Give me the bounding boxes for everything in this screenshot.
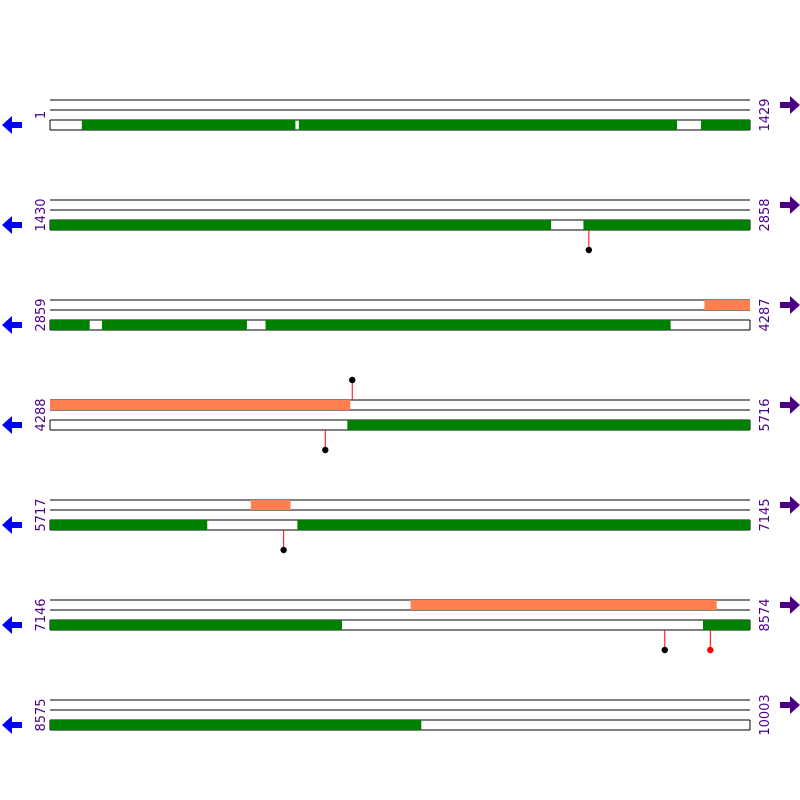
arrow-left-icon[interactable] (2, 416, 22, 434)
arrow-right-icon[interactable] (780, 396, 800, 414)
sequence-row: 5717 7145 (2, 496, 800, 554)
arrow-right-icon[interactable] (780, 196, 800, 214)
orf-block (265, 320, 671, 330)
orf-block (297, 520, 750, 530)
orf-block (50, 620, 342, 630)
row-start-label: 2859 (34, 298, 49, 331)
row-start-label: 7146 (34, 598, 49, 631)
arrow-right-icon[interactable] (780, 296, 800, 314)
arrow-left-icon[interactable] (2, 116, 22, 134)
feature-block (410, 600, 717, 610)
arrow-left-icon[interactable] (2, 516, 22, 534)
orf-block (298, 120, 678, 130)
sequence-row: 2859 4287 (2, 296, 800, 334)
orf-block (50, 220, 552, 230)
sequence-row: 4288 5716 (2, 376, 800, 454)
row-end-label: 5716 (758, 398, 773, 431)
orf-block (347, 420, 750, 430)
orf-block (701, 120, 750, 130)
orf-block (50, 520, 208, 530)
site-marker (322, 446, 329, 454)
row-end-label: 8574 (758, 598, 773, 631)
orf-block (50, 320, 90, 330)
arrow-left-icon[interactable] (2, 616, 22, 634)
arrow-left-icon[interactable] (2, 216, 22, 234)
arrow-right-icon[interactable] (780, 696, 800, 714)
sequence-row: 7146 8574 (2, 596, 800, 654)
sequence-row: 1 1429 (2, 96, 800, 134)
row-end-label: 7145 (758, 498, 773, 531)
site-marker (585, 246, 593, 254)
site-marker (280, 546, 287, 554)
orf-block (101, 320, 247, 330)
site-marker (707, 646, 714, 654)
row-end-label: 1429 (758, 98, 773, 131)
row-start-label: 5717 (34, 498, 49, 531)
arrow-right-icon[interactable] (780, 496, 800, 514)
arrow-right-icon[interactable] (780, 596, 800, 614)
sequence-row: 1430 2858 (2, 196, 800, 254)
row-end-label: 10003 (758, 694, 773, 735)
arrow-left-icon[interactable] (2, 716, 22, 734)
feature-block (50, 400, 351, 410)
feature-block (704, 300, 750, 310)
site-marker (349, 376, 356, 384)
row-end-label: 2858 (758, 198, 773, 231)
orf-block (50, 720, 422, 730)
arrow-left-icon[interactable] (2, 316, 22, 334)
row-start-label: 8575 (34, 698, 49, 731)
row-end-label: 4287 (758, 298, 773, 331)
orf-block (583, 220, 750, 230)
feature-block (250, 500, 291, 510)
row-start-label: 1430 (34, 198, 49, 231)
row-start-label: 4288 (34, 398, 49, 431)
site-marker (661, 646, 668, 654)
arrow-right-icon[interactable] (780, 96, 800, 114)
orf-block (81, 120, 296, 130)
row-start-label: 1 (34, 111, 49, 119)
sequence-row: 8575 10003 (2, 694, 800, 736)
orf-block (702, 620, 750, 630)
